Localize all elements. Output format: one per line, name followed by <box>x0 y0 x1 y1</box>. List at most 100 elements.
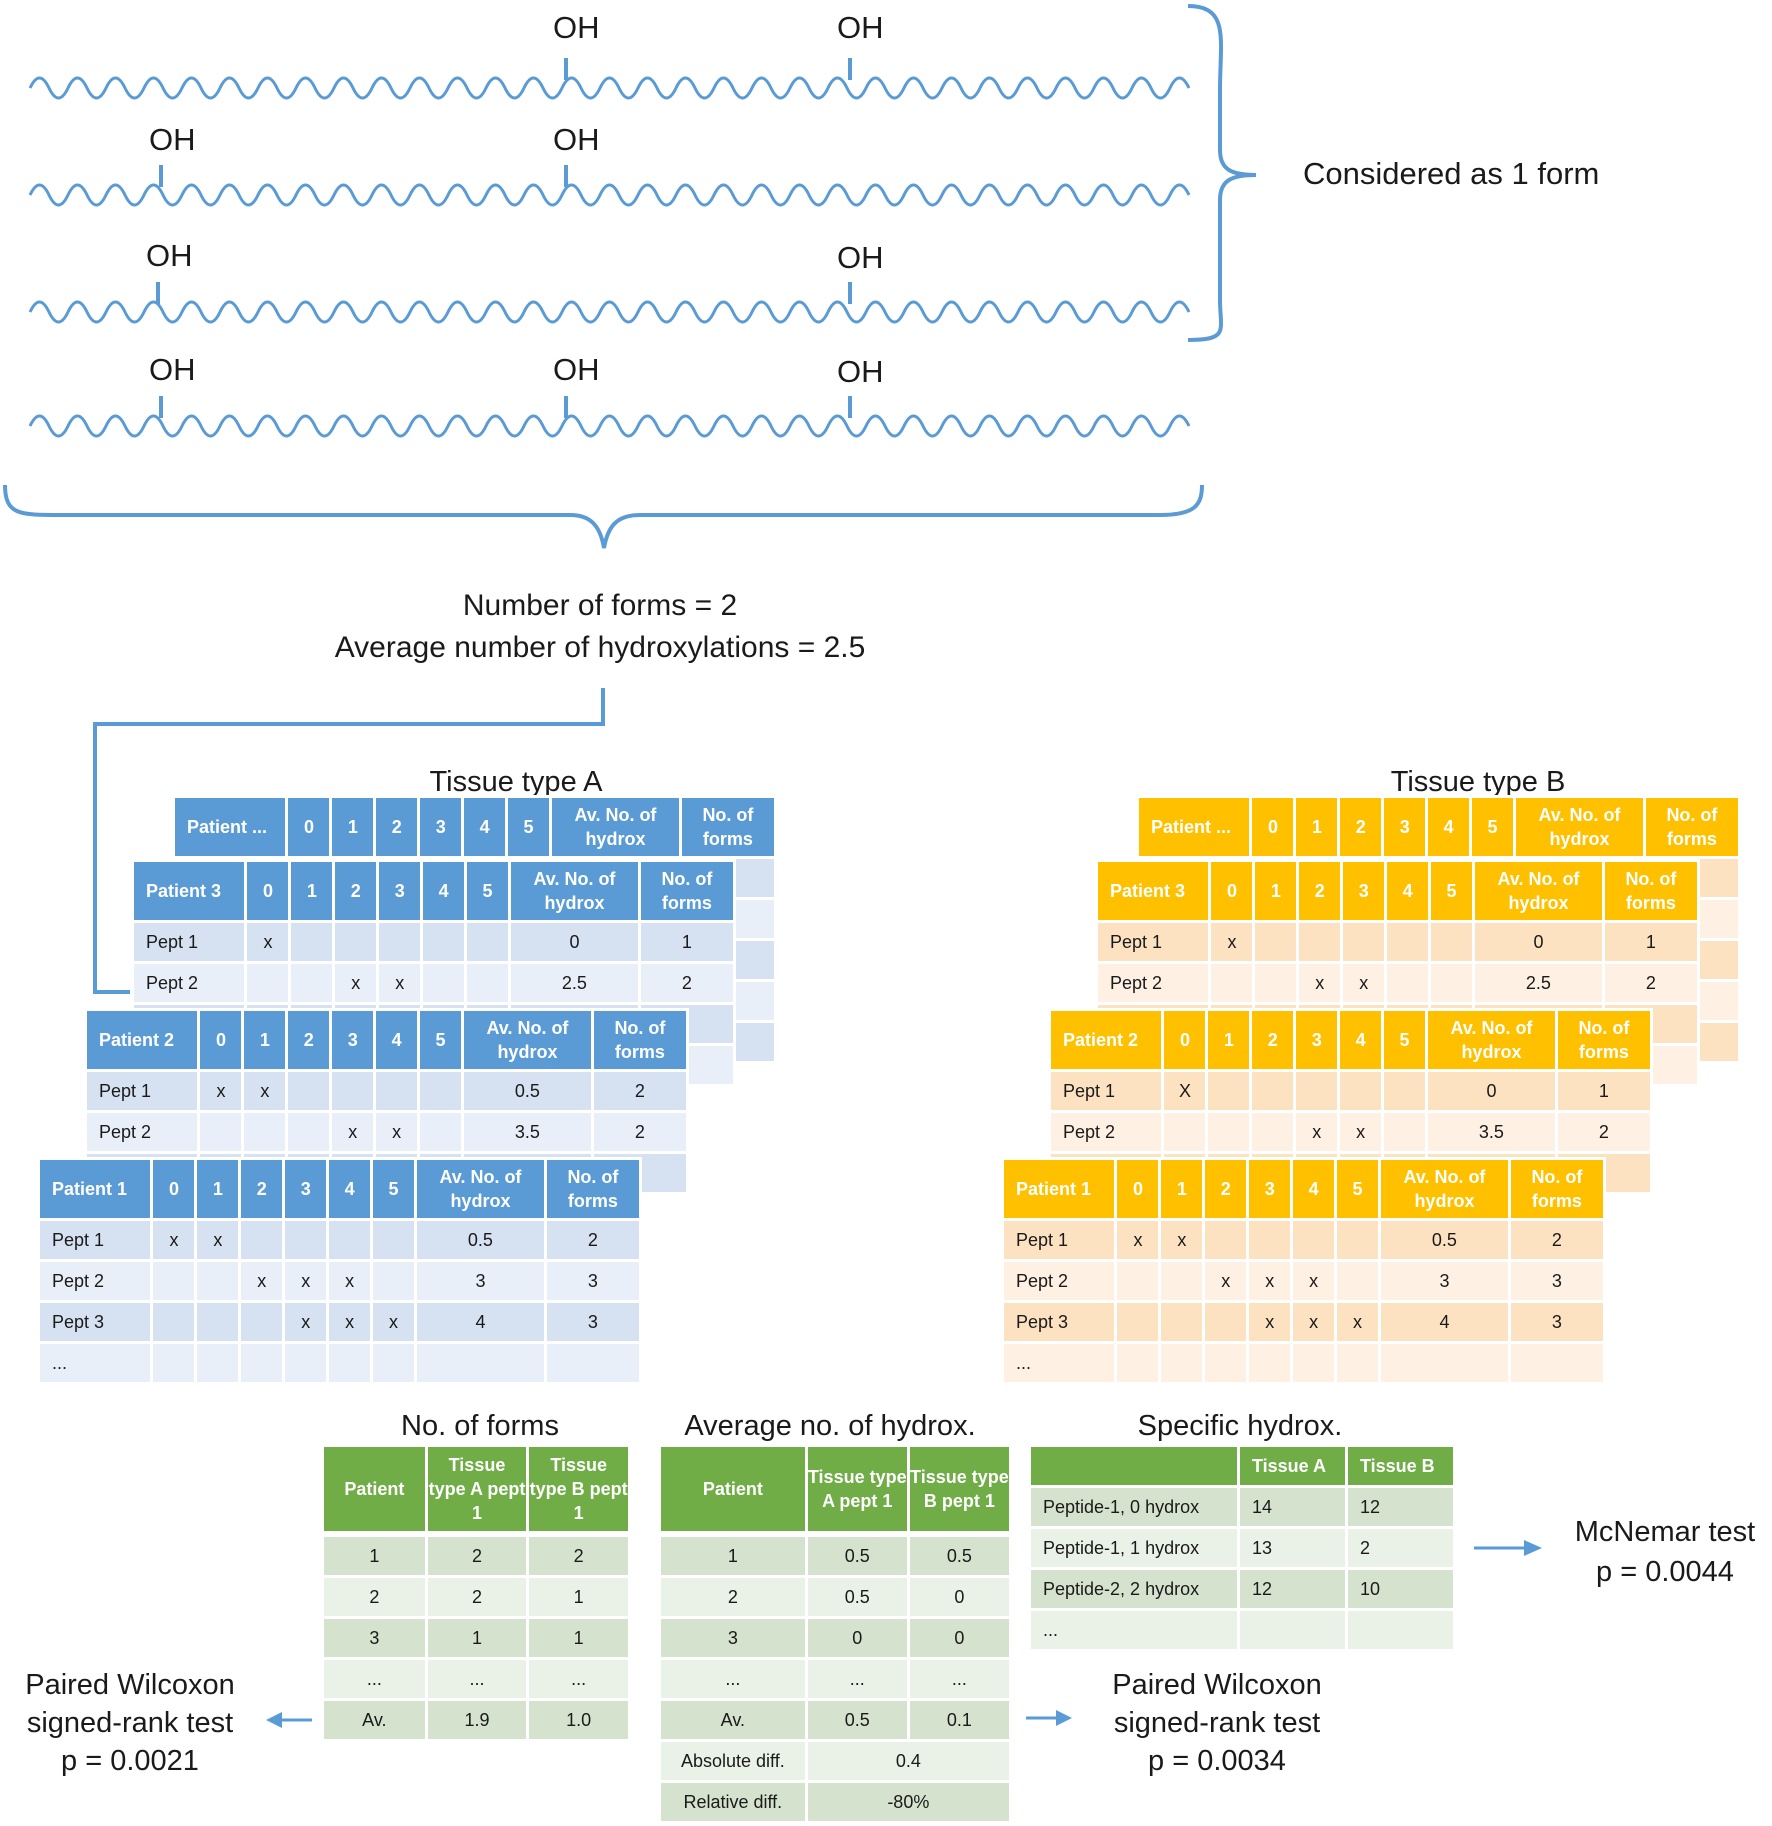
hydrox-table-title: Average no. of hydrox. <box>684 1410 976 1442</box>
oh-label-3b: OH <box>837 240 884 275</box>
av-hydrox-cell: 4 <box>1381 1303 1508 1341</box>
hydrox-mark-cell <box>291 964 333 1002</box>
hydrox-count-header: 2 <box>1252 1011 1294 1069</box>
hydrox-mark-cell <box>335 923 377 961</box>
diff-value: -80% <box>807 1783 1009 1821</box>
hydrox-count-header: 0 <box>1117 1160 1159 1218</box>
hydrox-mark-cell <box>1337 1221 1379 1259</box>
test-left: Paired Wilcoxon signed-rank test p = 0.0… <box>10 1666 250 1780</box>
hydrox-count-header: 5 <box>1431 862 1473 920</box>
no-forms-cell: 2 <box>546 1221 639 1259</box>
hydrox-mark-cell: x <box>1205 1262 1247 1300</box>
hydrox-count-header: 0 <box>288 798 330 856</box>
hydrox-mark-cell <box>1205 1344 1247 1382</box>
table-cell: ... <box>909 1660 1009 1698</box>
table-cell: 0.5 <box>807 1537 907 1575</box>
tissue-b-title: Tissue type B <box>1390 766 1566 798</box>
hydrox-mark-cell <box>332 1072 374 1110</box>
hydrox-mark-cell <box>1161 1344 1203 1382</box>
hydrox-mark-cell <box>1249 1221 1291 1259</box>
no-forms-header: No. of forms <box>546 1160 639 1218</box>
hydrox-count-header: 4 <box>1340 1011 1382 1069</box>
table-cell: 0.5 <box>909 1537 1009 1575</box>
no-forms-cell: 1 <box>1604 923 1697 961</box>
hydrox-mark-cell <box>373 1221 415 1259</box>
hydrox-mark-cell: x <box>1340 1113 1382 1151</box>
table-cell: Av. <box>324 1701 425 1739</box>
hydrox-mark-cell <box>153 1344 195 1382</box>
hydrox-mark-cell <box>247 964 289 1002</box>
table-row: ... <box>40 1344 639 1382</box>
hydrox-mark-cell: x <box>1337 1303 1379 1341</box>
hydrox-count-header: 2 <box>241 1160 283 1218</box>
hydrox-mark-cell <box>1252 1113 1294 1151</box>
table-cell: 1 <box>427 1619 527 1657</box>
test-left-line1: Paired Wilcoxon <box>25 1669 235 1701</box>
table-row: ... <box>1031 1611 1453 1649</box>
peptide-name-cell: Pept 1 <box>134 923 245 961</box>
hydrox-mark-cell: x <box>1299 964 1341 1002</box>
peptide-name-cell: ... <box>1004 1344 1115 1382</box>
hydrox-count-header: 0 <box>1211 862 1253 920</box>
no-forms-header: No. of forms <box>1604 862 1697 920</box>
table-cell: 1 <box>529 1578 628 1616</box>
table-cell: ... <box>324 1660 425 1698</box>
hydrox-mark-cell <box>1161 1262 1203 1300</box>
oh-label-3a: OH <box>146 238 193 273</box>
hydrox-count-header: 2 <box>1205 1160 1247 1218</box>
av-hydrox-cell: 4 <box>417 1303 544 1341</box>
table-cell: Peptide-1, 0 hydrox <box>1031 1488 1237 1526</box>
hydrox-count-header: 0 <box>153 1160 195 1218</box>
peptide-name-cell: Pept 2 <box>40 1262 151 1300</box>
hydrox-mark-cell <box>1387 923 1429 961</box>
hydrox-mark-cell: x <box>200 1072 242 1110</box>
hydrox-count-header: 2 <box>335 862 377 920</box>
hydrox-count-header: 1 <box>1255 862 1297 920</box>
oh-label-1a: OH <box>553 10 600 45</box>
hydrox-count-header: 2 <box>288 1011 330 1069</box>
table-cell: 0 <box>807 1619 907 1657</box>
av-hydrox-cell: 2.5 <box>1475 964 1602 1002</box>
hydrox-mark-cell: x <box>153 1221 195 1259</box>
hydrox-mark-cell: x <box>373 1303 415 1341</box>
table-cell: 10 <box>1347 1570 1453 1608</box>
table-cell: 2 <box>1347 1529 1453 1567</box>
hydrox-mark-cell <box>1161 1303 1203 1341</box>
hydrox-mark-cell: x <box>285 1262 327 1300</box>
diff-value: 0.4 <box>807 1742 1009 1780</box>
av-hydrox-header: Av. No. of hydrox <box>464 1011 591 1069</box>
hydrox-mark-cell: x <box>247 923 289 961</box>
hydrox-count-header: 2 <box>376 798 418 856</box>
table-cell: 2 <box>324 1578 425 1616</box>
test-middle-line1: Paired Wilcoxon <box>1112 1669 1322 1701</box>
column-header <box>1031 1447 1237 1485</box>
av-hydrox-header: Av. No. of hydrox <box>1516 798 1643 856</box>
hydrox-mark-cell <box>285 1221 327 1259</box>
table-cell: ... <box>1031 1611 1237 1649</box>
table-row: ......... <box>661 1660 1009 1698</box>
diff-label: Absolute diff. <box>661 1742 805 1780</box>
hydrox-mark-cell <box>1255 923 1297 961</box>
no-forms-header: No. of forms <box>1645 798 1738 856</box>
peptide-name-cell: Pept 2 <box>1098 964 1209 1002</box>
av-hydrox-cell: 3.5 <box>464 1113 591 1151</box>
arrow-right <box>1474 1540 1542 1556</box>
hydrox-mark-cell: x <box>1293 1303 1335 1341</box>
hydrox-mark-cell <box>329 1221 371 1259</box>
diff-row: Relative diff.-80% <box>661 1783 1009 1821</box>
table-cell: 3 <box>324 1619 425 1657</box>
hydrox-count-header: 1 <box>1208 1011 1250 1069</box>
peptide-chain-2 <box>28 183 1191 207</box>
av-hydrox-header: Av. No. of hydrox <box>417 1160 544 1218</box>
patient-header: Patient 1 <box>1004 1160 1115 1218</box>
hydrox-mark-cell <box>1337 1344 1379 1382</box>
